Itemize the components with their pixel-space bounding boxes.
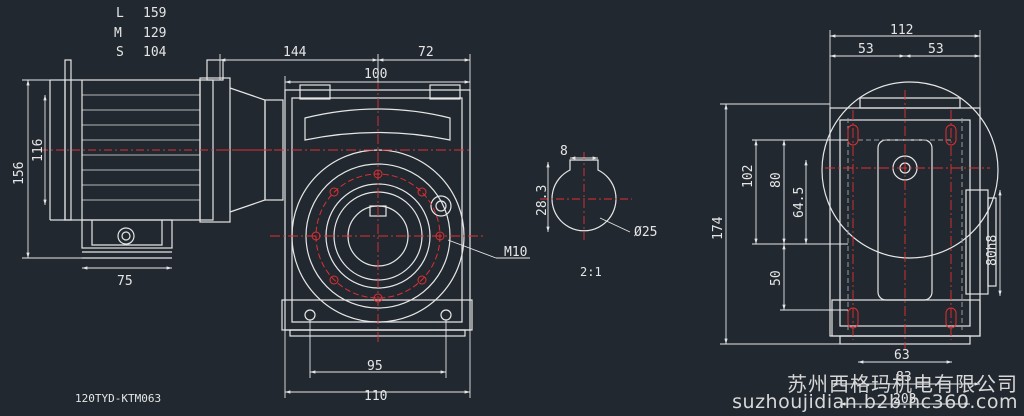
legend-val-l: 159 [143, 6, 166, 21]
dim-72: 72 [418, 45, 434, 60]
side-view-centerlines [825, 90, 990, 350]
gearbox-centerlines [220, 80, 485, 345]
dim-8: 8 [560, 144, 568, 159]
dimension-legend: L 159 M 129 S 104 [114, 6, 167, 60]
dim-116: 116 [31, 139, 46, 162]
dim-83: 83 [896, 370, 912, 385]
dim-50: 50 [769, 270, 784, 286]
watermark-company: 苏州西格玛机电有限公司 [787, 372, 1018, 396]
side-view-slots [847, 124, 957, 329]
dim-63: 63 [894, 348, 910, 363]
legend-val-m: 129 [143, 26, 166, 41]
scale-label: 2:1 [580, 265, 602, 279]
dim-75: 75 [117, 274, 133, 289]
keyway-detail [551, 159, 617, 232]
dim-144: 144 [283, 45, 307, 60]
dimension-lines [22, 30, 1002, 406]
watermark-url: suzhoujidian.b2b.hc360.com [732, 391, 1018, 413]
model-label: 120TYD-KTM063 [75, 392, 161, 405]
legend-key-m: M [114, 26, 122, 41]
shaft-diameter-label: Ø25 [634, 225, 657, 240]
dimension-labels: 144 72 100 156 116 75 95 110 M10 8 28.3 … [12, 23, 1000, 407]
dim-203: 203 [893, 392, 916, 407]
legend-key-l: L [116, 6, 124, 21]
dim-28-3: 28.3 [535, 185, 550, 216]
motor-body [49, 59, 284, 259]
dim-156: 156 [12, 162, 27, 185]
dim-110: 110 [364, 389, 387, 404]
legend-val-s: 104 [143, 45, 167, 60]
dim-112: 112 [890, 23, 913, 38]
dim-95: 95 [367, 359, 383, 374]
thread-label: M10 [504, 245, 527, 260]
dim-100: 100 [364, 67, 387, 82]
gearbox-side-view [821, 81, 999, 345]
dim-64-5: 64.5 [792, 187, 807, 218]
gearbox-front-view [281, 84, 473, 337]
legend-key-s: S [116, 45, 124, 60]
dim-53-left: 53 [858, 42, 874, 57]
dim-80: 80 [769, 172, 784, 188]
keyway-centerlines [540, 152, 632, 240]
dim-102: 102 [741, 165, 756, 188]
fit-label: 80h8 [985, 235, 1000, 266]
dim-174: 174 [711, 216, 726, 240]
dim-53-right: 53 [928, 42, 944, 57]
side-view-hidden [847, 118, 963, 330]
